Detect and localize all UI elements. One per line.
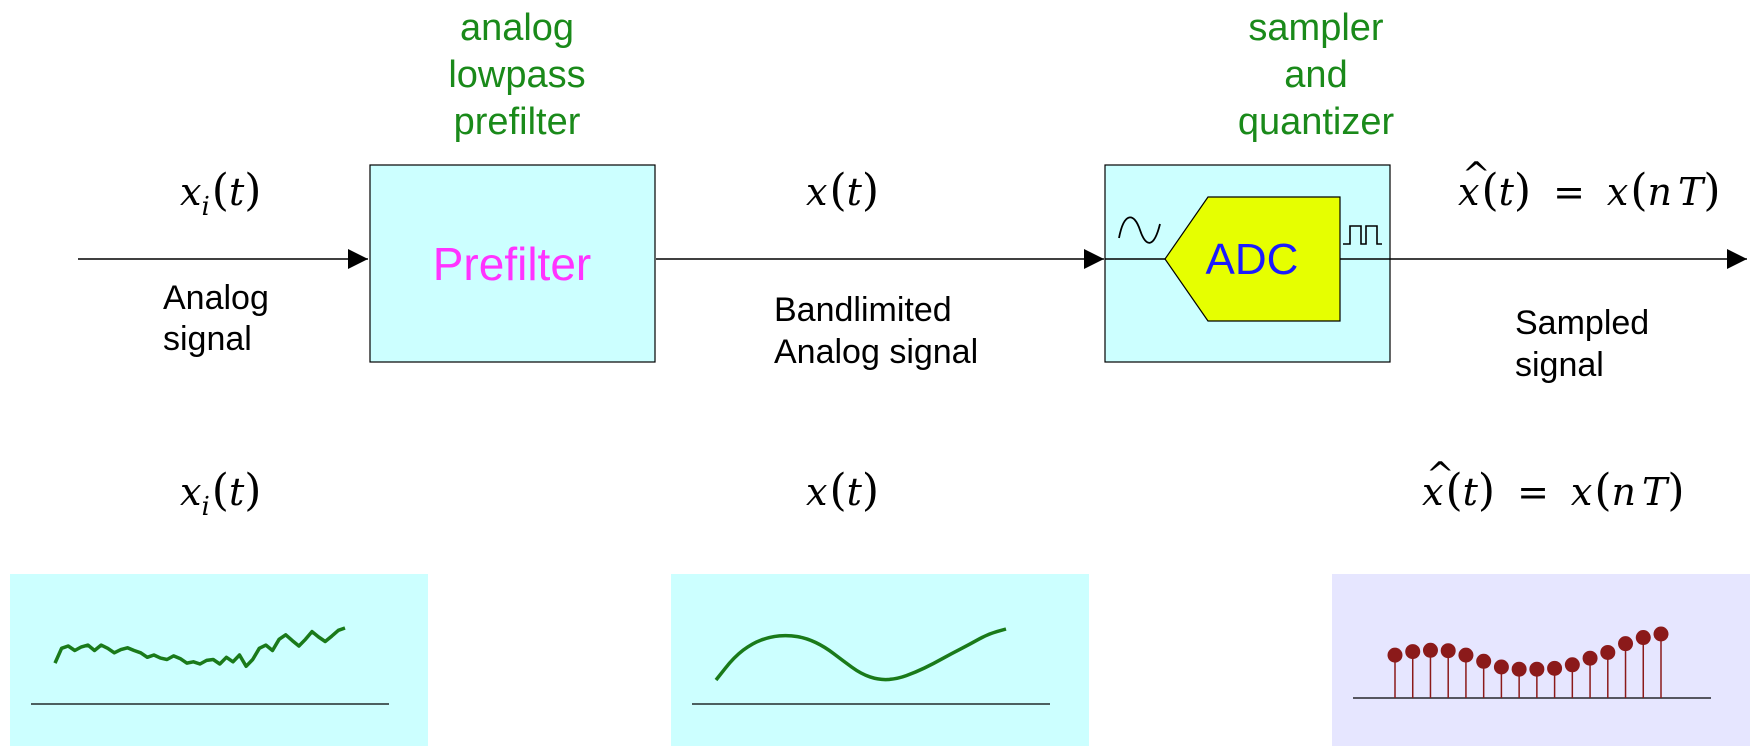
bandlimited-arg: t <box>847 170 863 214</box>
input-signal-plot <box>10 574 428 746</box>
adc-block-label: ADC <box>1206 235 1299 284</box>
sampled-caption: Sampled signal <box>1515 304 1649 384</box>
input-sub: i <box>201 192 209 222</box>
sample-dot <box>1635 630 1651 646</box>
sample-dot <box>1458 647 1474 663</box>
sampled-rhs-T: T <box>1678 170 1706 214</box>
sample-dot <box>1547 660 1563 676</box>
sample-dot <box>1529 661 1545 677</box>
sampled-eq: = <box>1553 170 1585 214</box>
input-plot-background <box>10 574 428 746</box>
sampled-plot-background <box>1332 574 1750 746</box>
sample-dot <box>1476 653 1492 669</box>
adc-title-line-3: quantizer <box>1238 101 1395 143</box>
bandlimited-signal-expr: x(t) <box>806 165 879 216</box>
digital-pulse-icon <box>1343 225 1382 245</box>
adc-title-line-1: sampler <box>1248 7 1383 49</box>
analog-sine-icon <box>1118 216 1161 244</box>
input-arg: t <box>229 170 245 214</box>
sampled-rhs-n: n <box>1648 170 1672 214</box>
prefilter-title-line-2: lowpass <box>448 54 585 96</box>
adc-title-line-2: and <box>1284 54 1347 96</box>
sample-dot <box>1653 626 1669 642</box>
adc-title: sampler and quantizer <box>1238 7 1395 143</box>
input-waveform <box>53 626 346 669</box>
sample-dot <box>1422 642 1438 658</box>
input-var: x <box>180 170 201 214</box>
sampled-rhs-var: x <box>1607 170 1628 214</box>
input-signal-expr: xi(t) <box>180 165 261 222</box>
sample-stems <box>1387 626 1669 698</box>
bandlimited-signal-plot <box>671 574 1089 746</box>
input-caption-line-2: signal <box>163 320 252 358</box>
sampled-caption-line-2: signal <box>1515 346 1604 384</box>
sample-dot <box>1511 661 1527 677</box>
svg-text:x(t)=x(nT): x(t)=x(nT) <box>1422 465 1685 516</box>
bandlimited-caption-line-2: Analog signal <box>774 333 978 371</box>
input-caption-line-1: Analog <box>163 279 269 317</box>
bandlimited-waveform <box>714 627 1007 682</box>
sample-dot <box>1618 636 1634 652</box>
sampled-var: x <box>1458 170 1479 214</box>
prefilter-title-line-1: analog <box>460 7 574 49</box>
sample-dot <box>1564 657 1580 673</box>
input-caption: Analog signal <box>163 279 269 358</box>
bandlimited-var: x <box>806 170 827 214</box>
bandlimited-signal-expr-bottom: x(t) <box>806 465 879 516</box>
bandlimited-caption-line-1: Bandlimited <box>774 291 952 329</box>
prefilter-block-label: Prefilter <box>433 238 591 290</box>
prefilter-block <box>369 164 656 363</box>
sample-dot <box>1493 659 1509 675</box>
input-signal-expr-bottom: xi(t) <box>180 465 261 522</box>
prefilter-title-line-3: prefilter <box>454 101 581 143</box>
sampled-caption-line-1: Sampled <box>1515 304 1649 342</box>
sampled-signal-plot <box>1332 574 1750 746</box>
hat-accent: ^ <box>1462 155 1491 195</box>
adc-converter-shape <box>1164 196 1341 322</box>
svg-text:^: ^ <box>1426 455 1455 495</box>
sample-dot <box>1600 644 1616 660</box>
prefilter-title: analog lowpass prefilter <box>448 7 585 143</box>
sample-dot <box>1582 650 1598 666</box>
bandlimited-plot-background <box>671 574 1089 746</box>
bandlimited-caption: Bandlimited Analog signal <box>774 291 978 371</box>
sample-dot <box>1387 647 1403 663</box>
sampled-arg: t <box>1499 170 1515 214</box>
sample-dot <box>1405 644 1421 660</box>
sample-dot <box>1440 643 1456 659</box>
svg-text:x(t)=x(nT): x(t)=x(nT) <box>1458 165 1721 216</box>
